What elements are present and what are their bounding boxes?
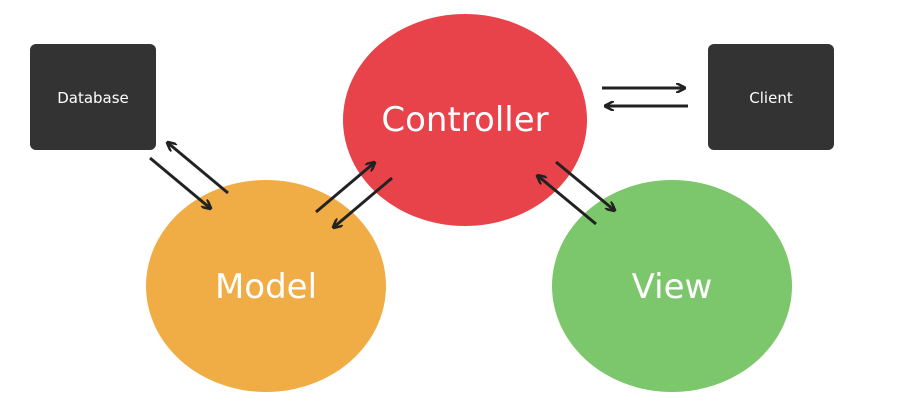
arrow-model-to-controller: [315, 163, 374, 214]
client-label: Client: [749, 89, 793, 107]
database-label: Database: [57, 89, 129, 107]
arrow-controller-to-model: [334, 176, 393, 227]
arrow-view-to-controller: [538, 176, 597, 226]
view-node: View: [552, 180, 792, 392]
model-circle: [146, 180, 386, 392]
database-node: Database: [30, 44, 156, 150]
controller-node: Controller: [343, 14, 587, 226]
controller-label: Controller: [381, 100, 548, 140]
arrow-database-to-model: [149, 156, 210, 208]
database-box: [30, 44, 156, 150]
model-controller-arrows: [315, 163, 393, 227]
model-node: Model: [146, 180, 386, 392]
controller-circle: [343, 14, 587, 226]
arrow-controller-to-view: [555, 160, 614, 210]
arrow-model-to-database: [168, 143, 229, 195]
controller-view-arrows: [538, 160, 614, 226]
model-label: Model: [215, 267, 317, 307]
client-box: [708, 44, 834, 150]
view-label: View: [632, 267, 713, 307]
view-circle: [552, 180, 792, 392]
database-model-arrows: [149, 143, 229, 208]
controller-client-arrows: [602, 88, 688, 106]
client-node: Client: [708, 44, 834, 150]
